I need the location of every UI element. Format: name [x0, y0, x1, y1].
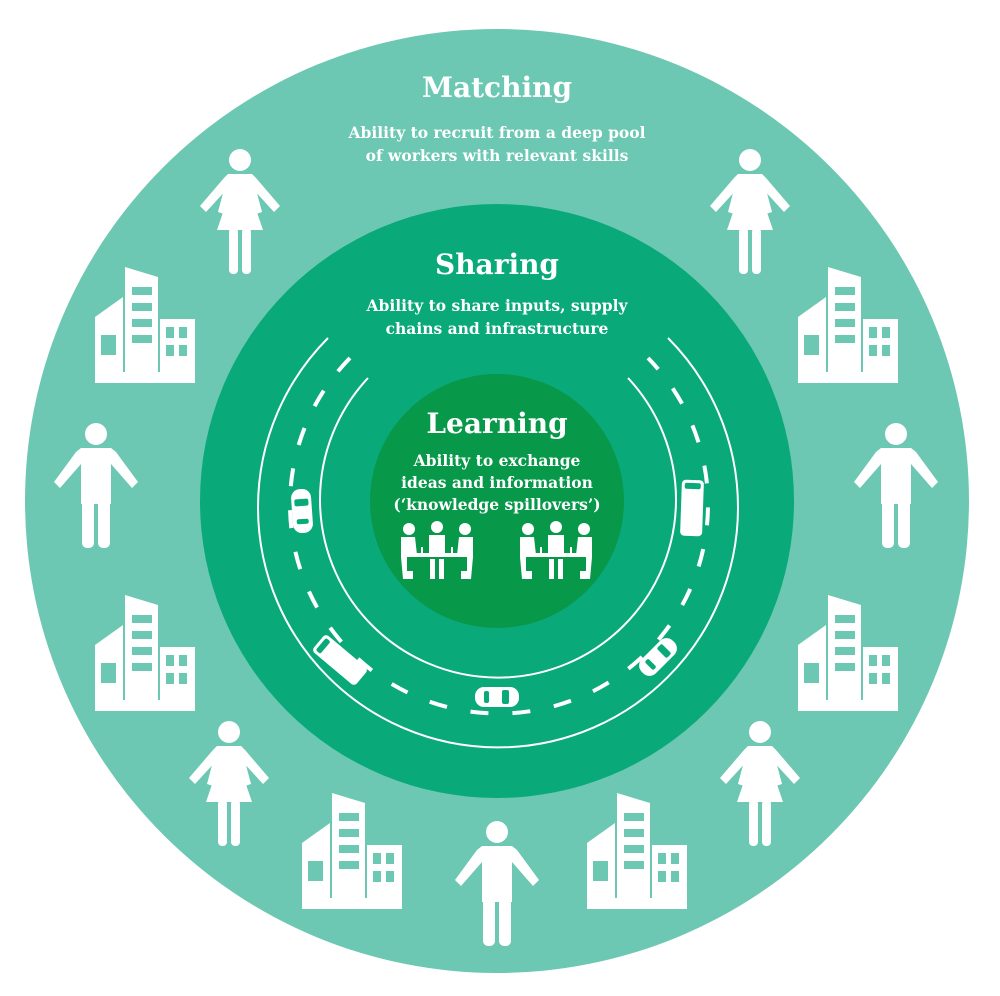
learning-title: Learning: [426, 407, 567, 440]
road-inner-edge: [319, 377, 677, 679]
van-icon: [680, 479, 704, 537]
matching-description-line-2: of workers with relevant skills: [366, 146, 629, 165]
matching-title: Matching: [422, 71, 572, 104]
car-icon: [475, 687, 519, 707]
learning-description-line-1: Ability to exchange: [413, 451, 581, 470]
learning-description-line-3: (‘knowledge spillovers’): [393, 495, 600, 514]
sharing-description-line-2: chains and infrastructure: [386, 319, 609, 338]
matching-description-line-1: Ability to recruit from a deep pool: [348, 123, 646, 142]
learning-description-line-2: ideas and information: [401, 473, 593, 492]
sharing-title: Sharing: [435, 248, 559, 281]
road-icon: [257, 337, 739, 749]
car-icon: [290, 488, 314, 534]
road-outer-edge: [257, 337, 739, 749]
sharing-description-line-1: Ability to share inputs, supply: [366, 296, 629, 315]
